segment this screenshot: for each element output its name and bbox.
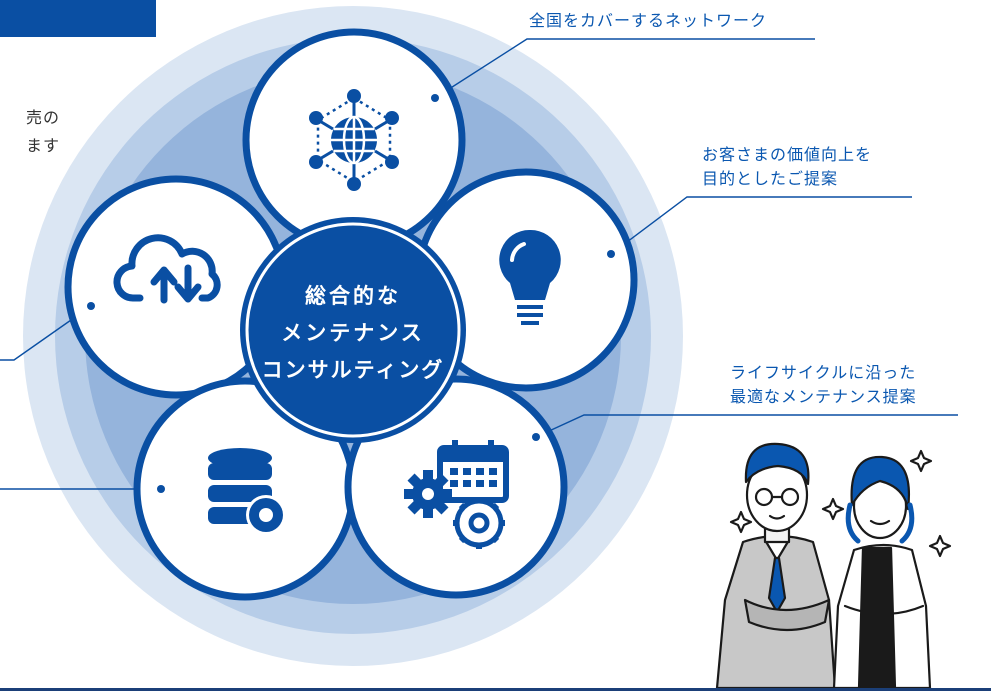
- center-title-line-1: 総合的な: [305, 284, 401, 308]
- lightbulb-icon: [499, 229, 561, 325]
- leader-line-value: [610, 196, 912, 255]
- truncated-text-line-2: ます: [25, 136, 60, 155]
- feature-label-lifecycle: ライフサイクルに沿った 最適なメンテナンス提案: [730, 361, 917, 409]
- section-header-bar: [0, 0, 156, 37]
- petal-calendar-gear: [344, 375, 568, 599]
- leader-lines: [0, 38, 958, 490]
- business-people-illustration: [715, 442, 952, 690]
- petal-database: [133, 377, 357, 601]
- petal-cloud: [64, 175, 288, 399]
- feature-label-network: 全国をカバーするネットワーク: [529, 9, 767, 33]
- petal-network: [242, 28, 466, 252]
- feature-label-network-line-1: 全国をカバーするネットワーク: [529, 11, 768, 30]
- feature-label-lifecycle-line-2: 最適なメンテナンス提案: [730, 387, 917, 406]
- calendar-gear-icon: [404, 440, 509, 549]
- cloud-transfer-icon: [113, 234, 221, 304]
- petal-lightbulb: [414, 168, 638, 392]
- feature-label-value-line-1: お客さまの価値向上を: [702, 145, 873, 164]
- center-title-line-2: メンテナンス: [281, 321, 425, 345]
- feature-label-lifecycle-line-1: ライフサイクルに沿った: [730, 363, 917, 382]
- feature-label-value-line-2: 目的としたご提案: [702, 169, 839, 188]
- truncated-text-line-1: 売の: [25, 108, 60, 127]
- leader-line-network: [434, 38, 815, 99]
- bottom-rule: [0, 688, 991, 691]
- center-hub: 総合的な メンテナンス コンサルティング: [240, 217, 466, 443]
- database-icon: [208, 448, 286, 535]
- center-title-line-3: コンサルティング: [262, 358, 445, 382]
- network-globe-icon: [309, 89, 399, 191]
- leader-line-lifecycle: [535, 414, 958, 438]
- leader-line-cloud: [0, 305, 92, 361]
- feature-label-value: お客さまの価値向上を 目的としたご提案: [702, 143, 872, 191]
